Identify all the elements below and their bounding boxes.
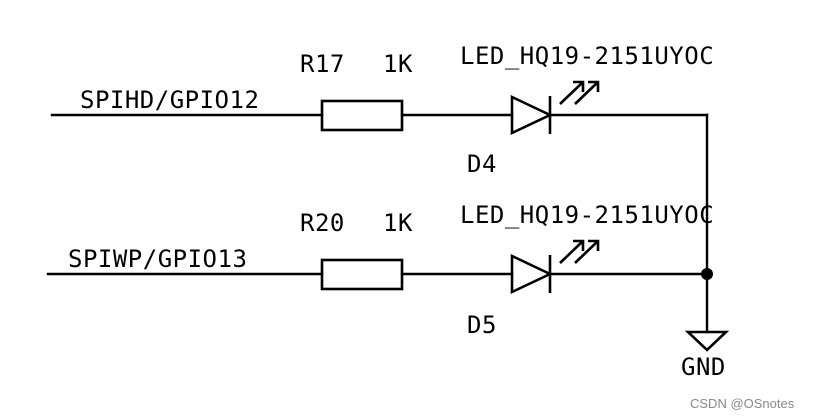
ground-label: GND [681,353,726,381]
led-d5 [510,239,600,295]
led-part-2: LED_HQ19-2151UYOC [460,201,714,229]
led-ref-1: D4 [467,150,497,178]
resistor-ref-1: R17 [300,50,345,78]
resistor-ref-2: R20 [300,209,345,237]
net-label-2: SPIWP/GPIO13 [68,245,247,273]
net-label-1: SPIHD/GPIO12 [80,86,259,114]
channel-2: SPIWP/GPIO13 R20 1K LED_HQ19-2151UYOC D5 [46,201,714,339]
light-emission-icon [559,239,600,264]
led-d5-triangle [510,253,554,295]
ground-icon [684,330,730,352]
led-ref-2: D5 [467,311,497,339]
led-d4 [510,80,600,136]
light-emission-icon [559,80,600,105]
led-d4-triangle [510,94,554,136]
channel-1: SPIHD/GPIO12 R17 1K LED_HQ19-2151UYOC D4 [50,42,714,178]
watermark: CSDN @OSnotes [690,396,795,411]
resistor-value-1: 1K [383,50,413,78]
led-part-1: LED_HQ19-2151UYOC [460,42,714,70]
ground-rail: GND [681,113,730,381]
resistor-r17 [320,99,404,132]
resistor-r20 [320,258,404,291]
resistor-value-2: 1K [383,209,413,237]
junction-dot [701,268,713,280]
